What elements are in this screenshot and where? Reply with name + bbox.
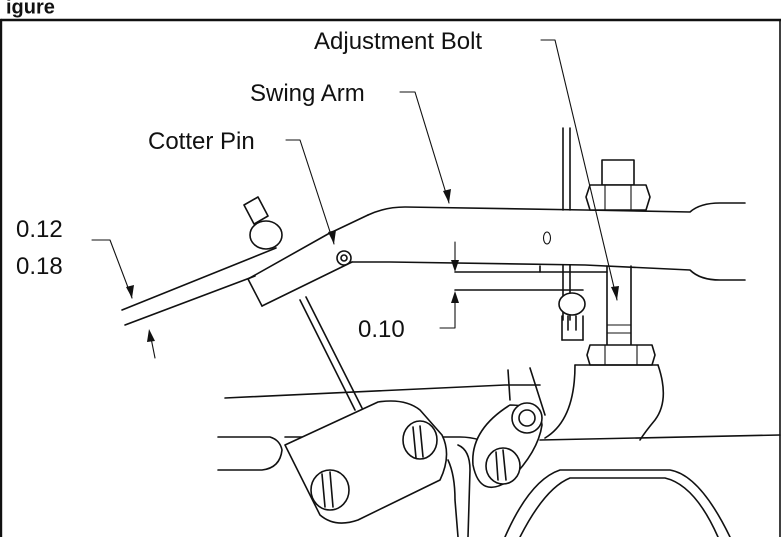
link-rod <box>243 196 363 411</box>
eccentric-cam <box>472 367 546 489</box>
gap-bar <box>454 265 608 341</box>
figure-caption: igure <box>6 0 55 18</box>
swing-arm <box>247 202 746 307</box>
cotter-pin-label: Cotter Pin <box>148 128 255 155</box>
lower-bracket <box>284 400 448 524</box>
angled-lever <box>121 247 277 326</box>
arm-gap-min-label: 0.12 <box>16 216 63 243</box>
arm-gap-max-label: 0.18 <box>16 253 63 280</box>
adjustment-bolt-label: Adjustment Bolt <box>314 28 482 55</box>
sleeve <box>562 127 571 321</box>
figure-frame <box>0 18 781 537</box>
bolt-gap-label: 0.10 <box>358 316 405 343</box>
leader-lines <box>91 39 619 359</box>
swing-arm-label: Swing Arm <box>250 80 365 107</box>
adjustment-bolt <box>585 159 656 366</box>
